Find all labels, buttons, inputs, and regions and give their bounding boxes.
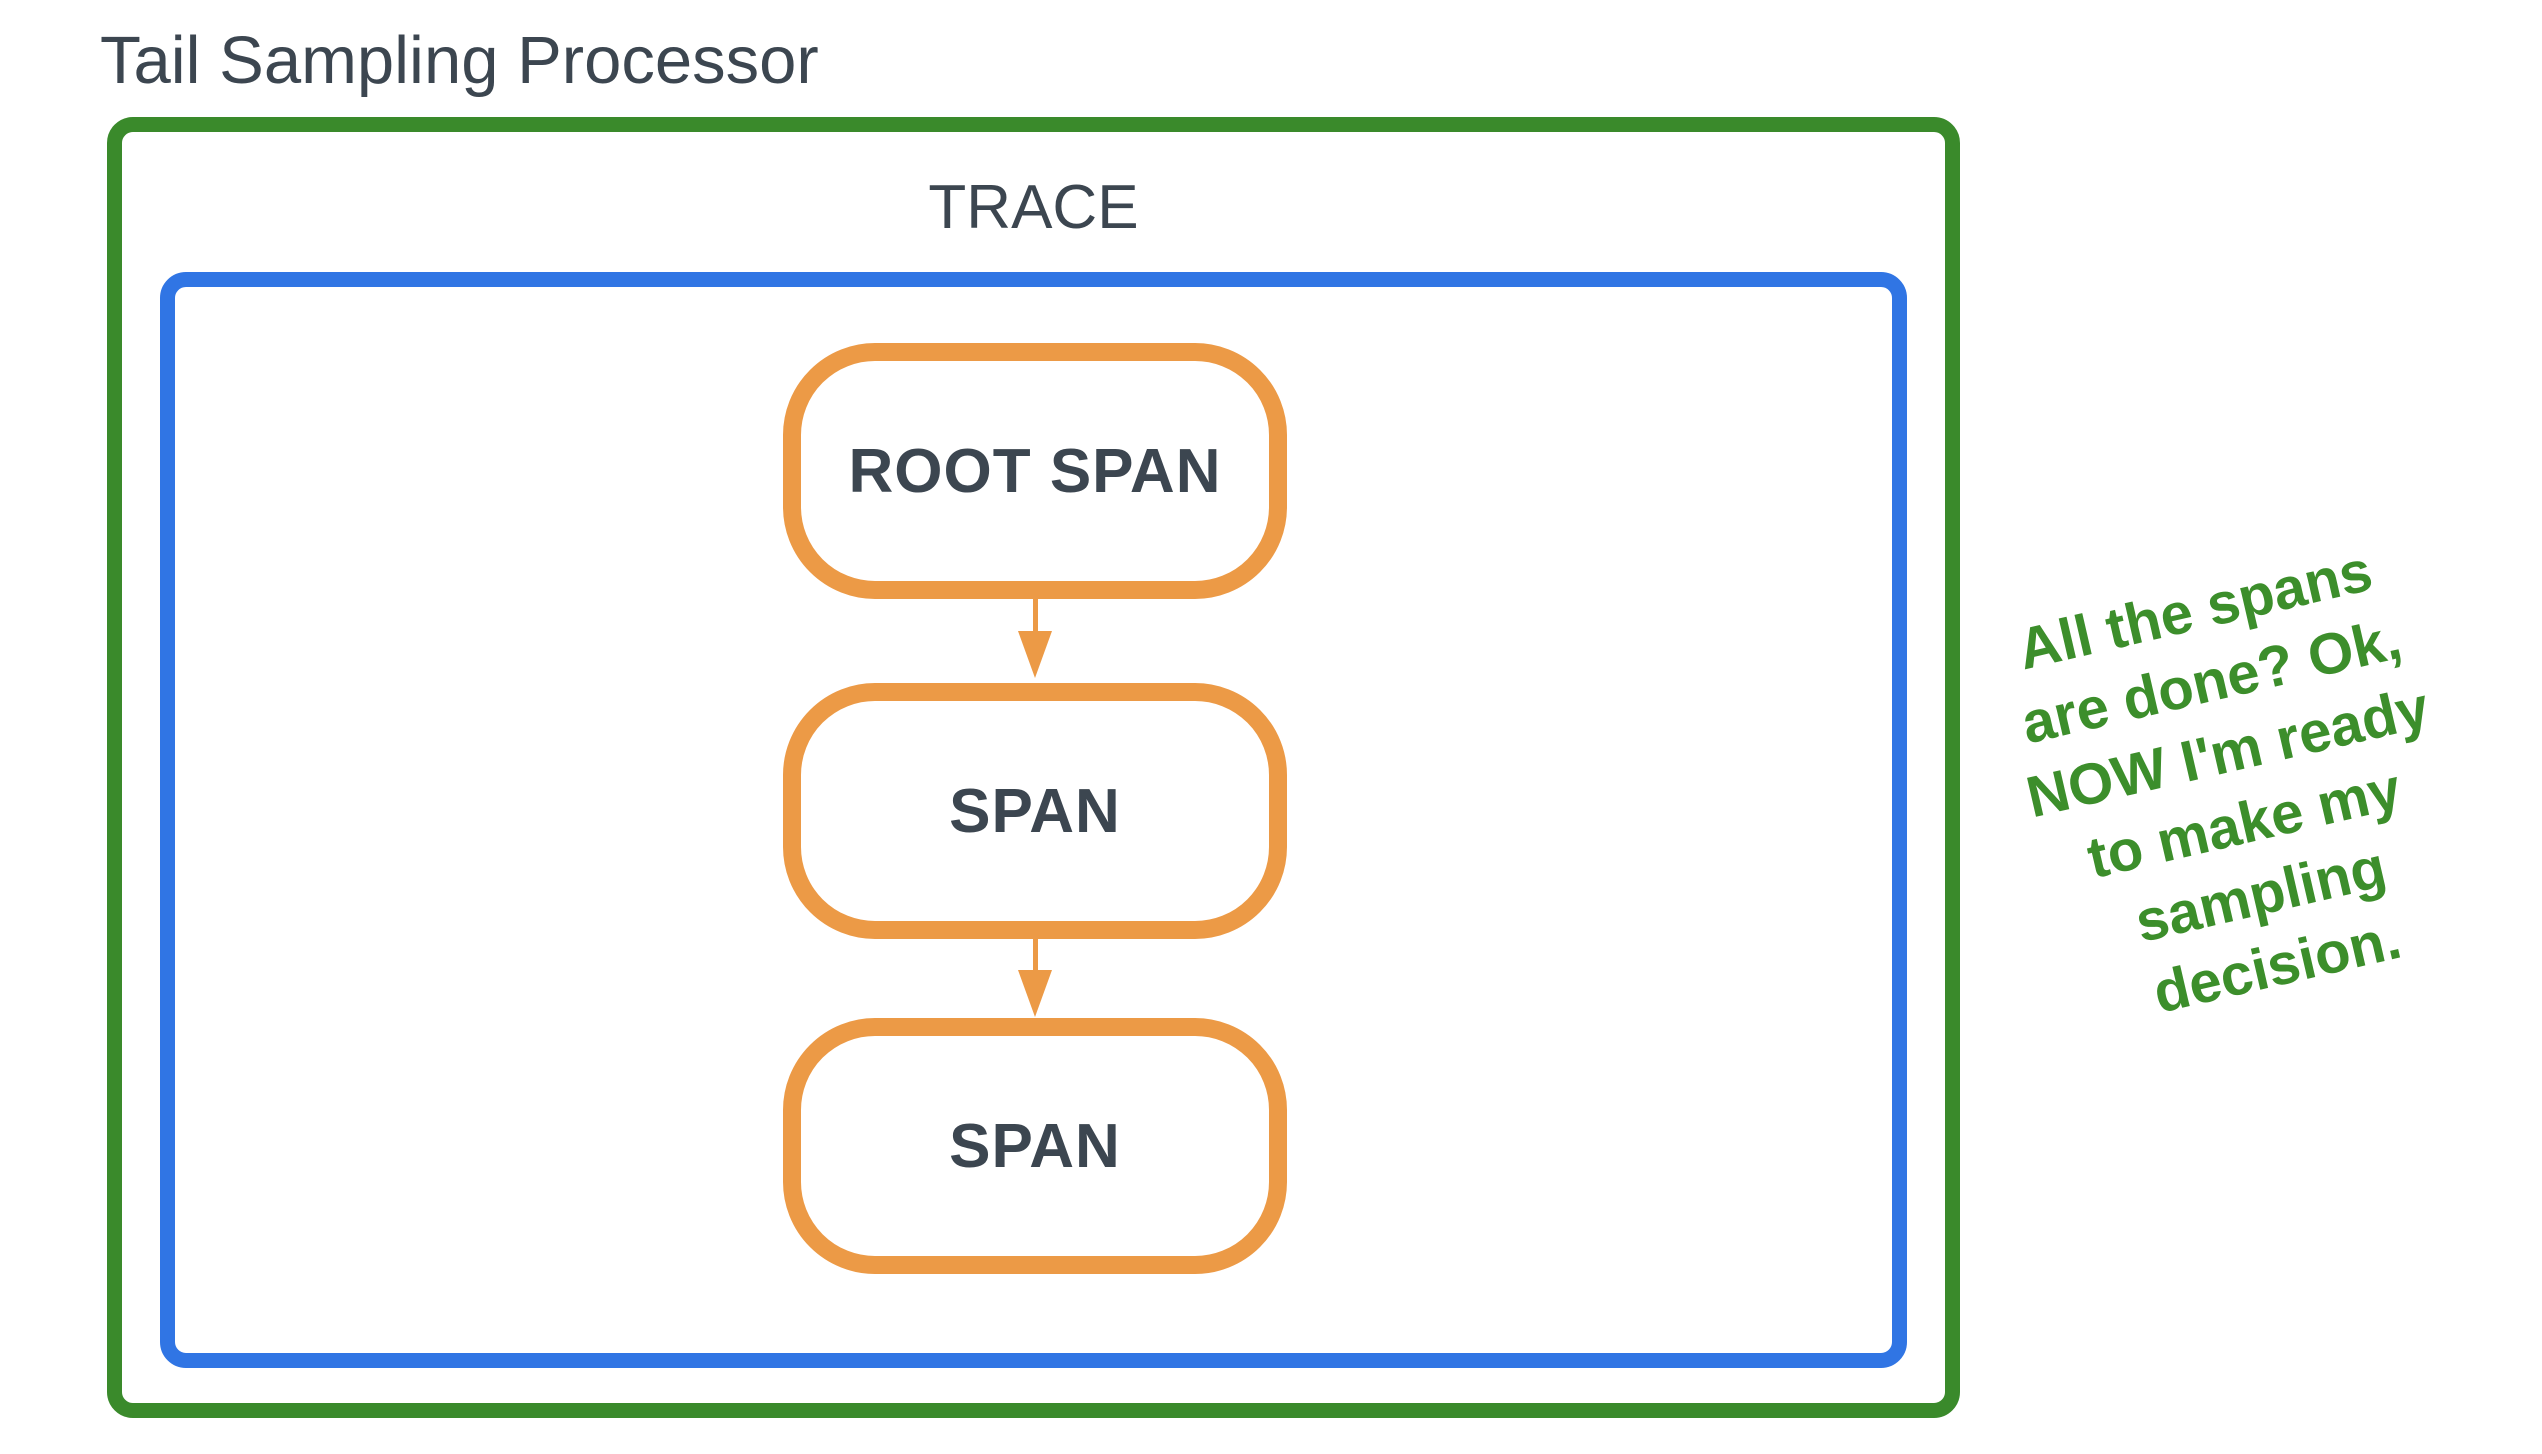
root-span-node: ROOT SPAN [783,343,1287,599]
arrow-stem [1033,937,1038,973]
span-node: SPAN [783,1018,1287,1274]
tail-sampling-processor-boundary [107,117,1960,1418]
arrow-stem [1033,598,1038,634]
diagram-title: Tail Sampling Processor [100,23,819,98]
span-label: SPAN [949,776,1121,846]
span-node: SPAN [783,683,1287,939]
root-span-label: ROOT SPAN [848,436,1222,506]
arrow-head [1018,631,1052,678]
span-label: SPAN [949,1111,1121,1181]
trace-label: TRACE [928,173,1139,242]
annotation-text: All the spans are done? Ok, NOW I'm read… [2011,537,2435,1026]
trace-boundary [160,272,1907,1368]
arrow-head [1018,970,1052,1017]
